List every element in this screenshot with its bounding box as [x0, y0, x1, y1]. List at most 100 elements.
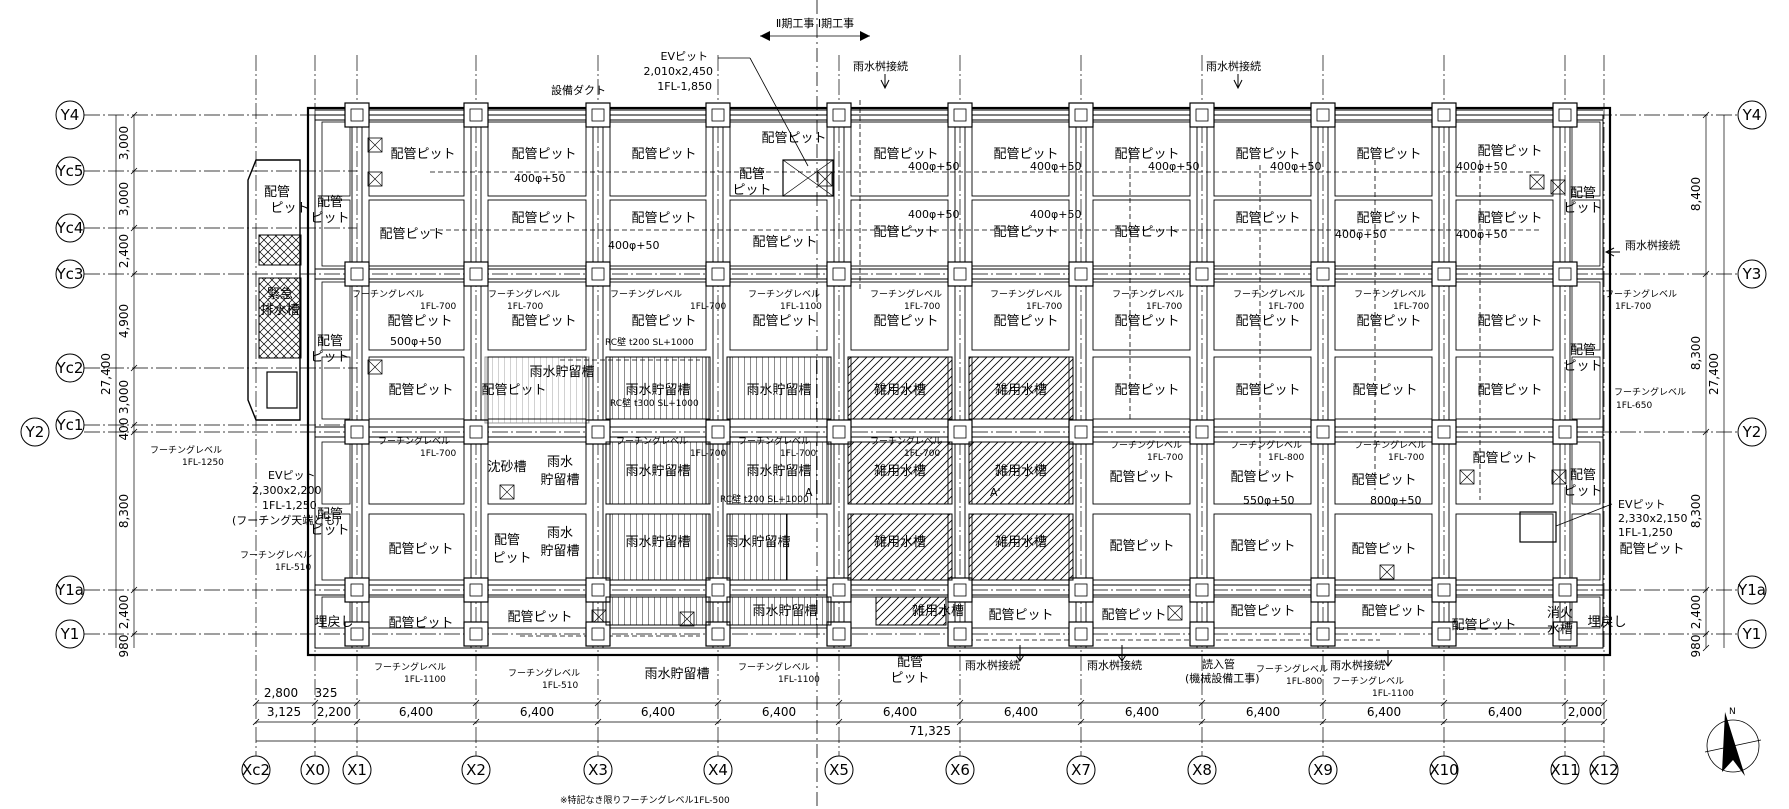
room-pit: 配管ピット — [390, 147, 455, 162]
footing-level: 1FL-700 — [690, 302, 726, 312]
room-misc-tank: 雑用水槽 — [995, 463, 1047, 479]
dim-tick — [1198, 718, 1206, 726]
footing-level: 1FL-700 — [1026, 302, 1062, 312]
room-outline — [729, 121, 828, 197]
grid-label-y1-left: Y1 — [60, 625, 80, 643]
dim-sub-b: 325 — [315, 686, 338, 700]
room-outline — [368, 513, 465, 581]
sleeve-label: 550φ+50 — [1243, 494, 1294, 507]
dim-left-5: 400 — [117, 418, 131, 441]
column — [1552, 261, 1578, 287]
ev-pit-right-level: 1FL-1,250 — [1618, 526, 1673, 539]
room-backfill: 埋戻し — [1587, 615, 1626, 630]
column — [463, 621, 489, 647]
grid-label-y2-right: Y2 — [1742, 423, 1762, 441]
sump-cross — [817, 171, 833, 187]
room-pit: 配管ピット — [379, 227, 444, 242]
column-core — [1074, 108, 1088, 122]
column — [705, 621, 731, 647]
dim-left-2: 2,400 — [117, 234, 131, 268]
dim-tick — [353, 718, 361, 726]
ev-pit-right-title: EVピット — [1618, 498, 1665, 511]
room-pit-b: ピット — [732, 183, 771, 198]
dim-span-4: 6,400 — [641, 705, 675, 719]
column-core — [1558, 583, 1572, 597]
column — [585, 419, 611, 445]
room-pit: 配管ピット — [1109, 539, 1174, 554]
dim-tick — [130, 586, 138, 594]
column-core — [832, 108, 846, 122]
room-pit: 配管ピット — [1477, 144, 1542, 159]
room-pit: 配管ピット — [631, 211, 696, 226]
column-core — [1437, 267, 1451, 281]
footing-label: フーチングレベル — [1110, 439, 1182, 451]
room-rain-tank: 雨水貯留槽 — [746, 464, 811, 479]
room-outline — [321, 441, 351, 505]
room-pit: 配管ピット — [1351, 542, 1416, 557]
column-core — [591, 108, 605, 122]
inflow-pipe-note: (機械設備工事) — [1185, 671, 1260, 685]
column — [826, 621, 852, 647]
room-pit: 配管ピット — [1351, 473, 1416, 488]
footing-level: 1FL-700 — [1615, 302, 1651, 312]
rc-wall-label: RC壁 t300 SL+1000 — [610, 397, 699, 409]
column-core — [591, 267, 605, 281]
sleeve-label: 400φ+50 — [1148, 160, 1199, 173]
column — [947, 621, 973, 647]
room-pit: 配管ピット — [873, 225, 938, 240]
room-outline — [368, 199, 465, 267]
room-pit-a: 配管 — [317, 195, 343, 210]
room-pit: 配管ピット — [1109, 470, 1174, 485]
footing-level: 1FL-700 — [1393, 302, 1429, 312]
grid-label-yc4: Yc4 — [56, 219, 84, 237]
footing-label: フーチングレベル — [1233, 288, 1305, 300]
room-misc-tank: 雑用水槽 — [874, 534, 926, 550]
ev-pit-top-title: EVピット — [661, 50, 708, 63]
room-emergency-b: 排水槽 — [260, 303, 299, 318]
room-pit-a: 配管 — [1570, 343, 1596, 358]
column — [344, 419, 370, 445]
dim-tick — [1440, 699, 1448, 707]
room-pit: 配管ピット — [1356, 147, 1421, 162]
room-outline — [487, 121, 587, 197]
column — [585, 621, 611, 647]
footing-label: フーチングレベル — [1354, 439, 1426, 451]
room-outline — [1213, 356, 1312, 420]
dim-tick — [714, 718, 722, 726]
column-core — [1316, 627, 1330, 641]
room-outline — [609, 281, 707, 351]
dim-tick — [835, 699, 843, 707]
room-outline — [1213, 281, 1312, 351]
sump-box — [1550, 179, 1566, 195]
room-outline — [1213, 121, 1312, 197]
column — [1189, 261, 1215, 287]
room-pit: 配管ピット — [1114, 225, 1179, 240]
grid-label-x2: X2 — [466, 761, 486, 779]
column-core — [591, 425, 605, 439]
grid-label-x7: X7 — [1071, 761, 1091, 779]
column — [1068, 261, 1094, 287]
room-outline — [1455, 356, 1554, 420]
room-outline — [729, 281, 828, 351]
sump-cross — [1167, 605, 1183, 621]
room-outline — [368, 356, 465, 420]
dim-right-1: 8,300 — [1689, 336, 1703, 370]
dim-tick — [1077, 718, 1085, 726]
equip-duct-label: 設備ダクト — [551, 83, 606, 97]
room-outline — [487, 513, 587, 581]
footing-level: 1FL-700 — [780, 449, 816, 459]
room-pit: 配管ピット — [511, 211, 576, 226]
dim-span-12: 2,000 — [1568, 705, 1602, 719]
room-pit-a: 配管 — [317, 334, 343, 349]
grid-label-yc3: Yc3 — [56, 265, 84, 283]
room-outline — [1092, 441, 1191, 505]
dim-tick — [130, 428, 138, 436]
rc-wall-annotations: RC壁 t200 SL+1000 RC壁 t300 SL+1000 RC壁 t2… — [605, 336, 809, 505]
column-core — [1558, 267, 1572, 281]
footing-label: フーチングレベル — [748, 288, 820, 300]
dim-right-2: 8,300 — [1689, 494, 1703, 528]
room-outline — [1334, 121, 1433, 197]
column — [1189, 419, 1215, 445]
column-core — [591, 583, 605, 597]
column-core — [469, 627, 483, 641]
